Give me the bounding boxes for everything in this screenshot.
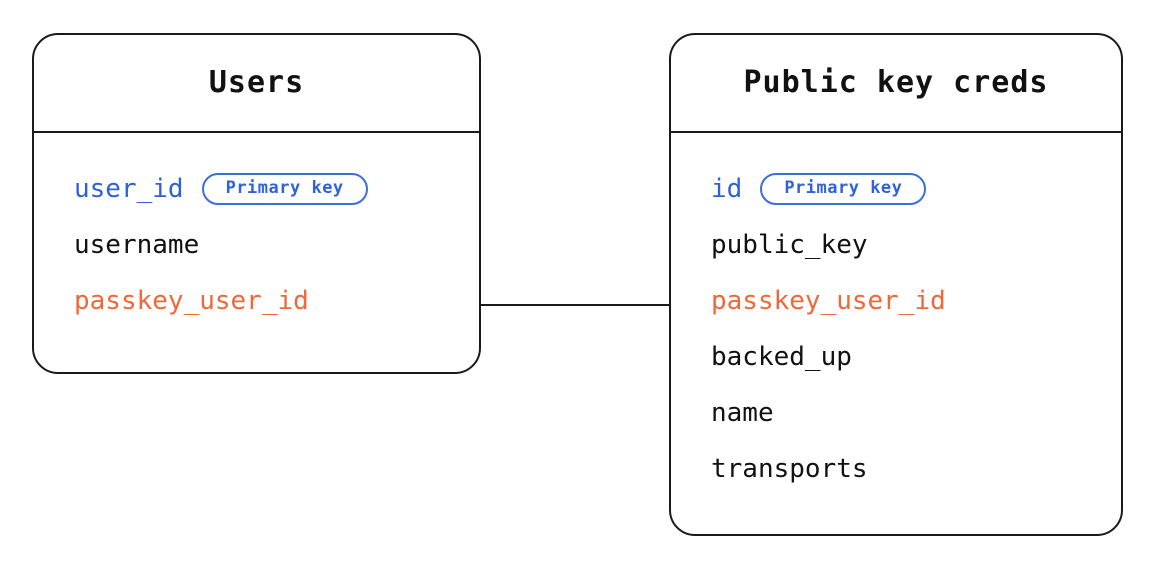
field-row-passkey-user-id[interactable]: passkey_user_id bbox=[34, 273, 479, 329]
field-name-transports: transports bbox=[711, 454, 868, 484]
field-name-user-id: user_id bbox=[74, 174, 184, 204]
field-row-public-key[interactable]: public_key bbox=[671, 217, 1121, 273]
entity-title-users: Users bbox=[34, 35, 479, 133]
primary-key-badge: Primary key bbox=[760, 173, 927, 205]
field-list-users: user_id Primary key username passkey_use… bbox=[34, 133, 479, 329]
field-row-transports[interactable]: transports bbox=[671, 441, 1121, 497]
entity-card-public-key-creds[interactable]: Public key creds id Primary key public_k… bbox=[669, 33, 1123, 536]
field-name-public-key: public_key bbox=[711, 230, 868, 260]
field-list-public-key-creds: id Primary key public_key passkey_user_i… bbox=[671, 133, 1121, 497]
field-row-user-id[interactable]: user_id Primary key bbox=[34, 161, 479, 217]
field-name-backed-up: backed_up bbox=[711, 342, 852, 372]
field-row-backed-up[interactable]: backed_up bbox=[671, 329, 1121, 385]
relationship-line-users-to-public-key-creds bbox=[480, 304, 670, 306]
field-name-passkey-user-id: passkey_user_id bbox=[711, 286, 946, 316]
entity-title-public-key-creds: Public key creds bbox=[671, 35, 1121, 133]
entity-card-users[interactable]: Users user_id Primary key username passk… bbox=[32, 33, 481, 374]
field-name-id: id bbox=[711, 174, 743, 204]
field-name-passkey-user-id: passkey_user_id bbox=[74, 286, 309, 316]
field-row-id[interactable]: id Primary key bbox=[671, 161, 1121, 217]
field-row-username[interactable]: username bbox=[34, 217, 479, 273]
field-row-passkey-user-id[interactable]: passkey_user_id bbox=[671, 273, 1121, 329]
field-name-name: name bbox=[711, 398, 774, 428]
field-row-name[interactable]: name bbox=[671, 385, 1121, 441]
field-name-username: username bbox=[74, 230, 200, 260]
primary-key-badge: Primary key bbox=[201, 173, 368, 205]
